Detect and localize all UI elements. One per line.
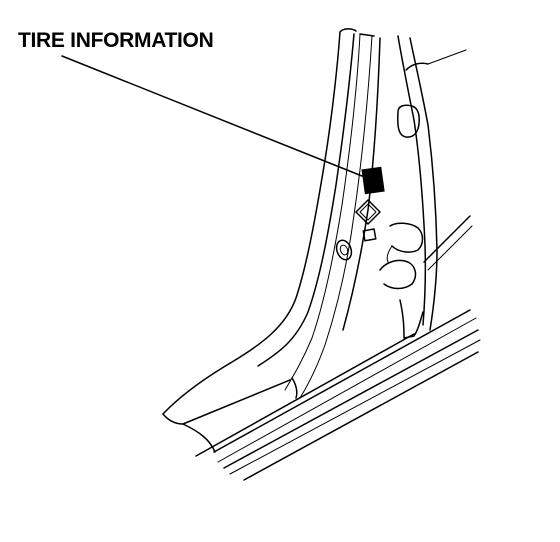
callout-leader-line: [61, 55, 363, 177]
pillar-rear-flange: [397, 35, 467, 339]
tire-information-placard: [361, 166, 385, 195]
tire-information-label: TIRE INFORMATION: [18, 29, 214, 52]
pillar-outer-shell: [162, 28, 381, 415]
door-sill-panel: [162, 215, 481, 481]
door-latch-striker: [335, 104, 424, 290]
